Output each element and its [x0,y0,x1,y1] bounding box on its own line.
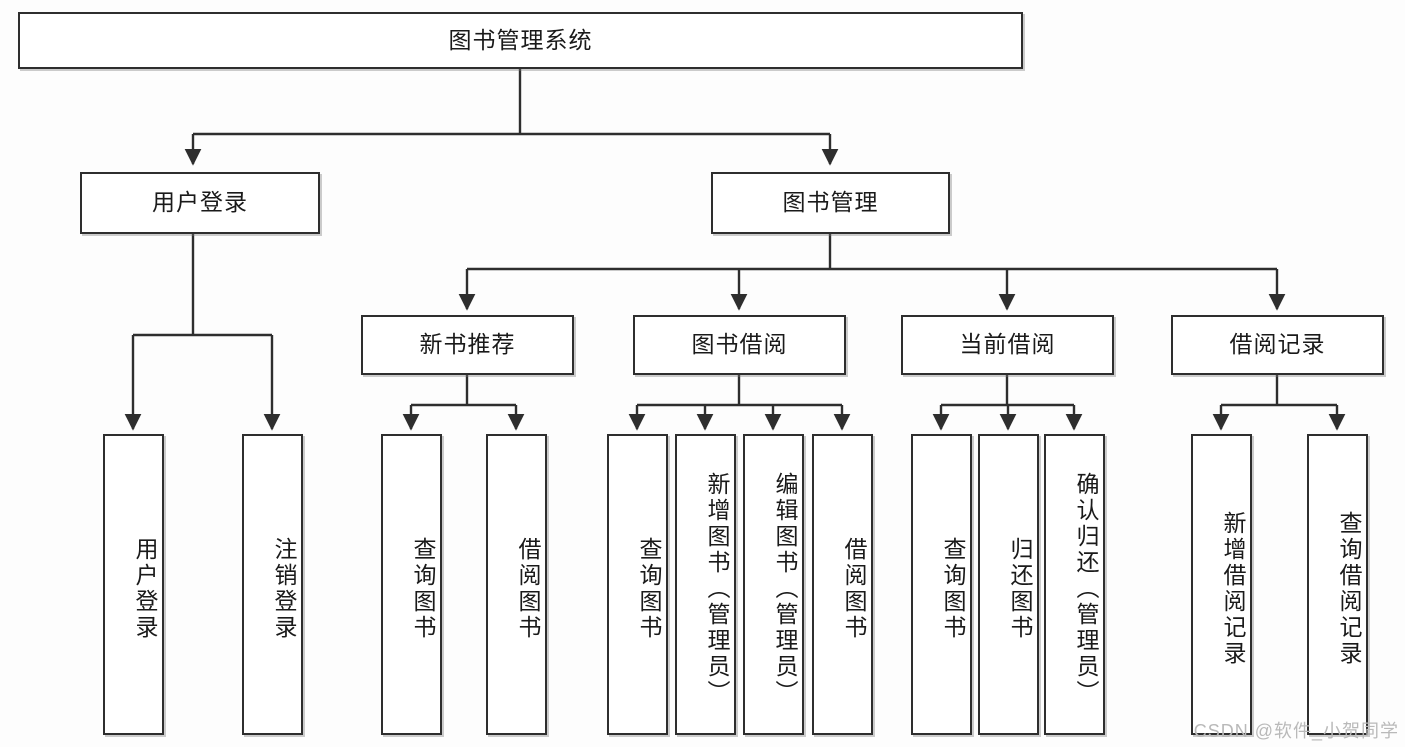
leaf-borrow-book-1-label: 借阅图书 [515,536,541,641]
leaf-edit-book-label: 编辑图书（管理员） [772,471,798,706]
leaf-logout-label: 注销登录 [271,536,297,641]
node-user-login-label: 用户登录 [152,189,248,216]
leaf-logout[interactable]: 注销登录 [242,434,303,735]
node-new-book-recommendation-label: 新书推荐 [419,331,516,358]
leaf-borrow-book-1[interactable]: 借阅图书 [486,434,547,735]
node-root-label: 图书管理系统 [448,26,593,53]
leaf-query-book-3-label: 查询图书 [940,536,966,641]
node-borrowing-record-label: 借阅记录 [1229,331,1326,358]
node-root[interactable]: 图书管理系统 [18,12,1023,69]
leaf-query-borrowing-record-label: 查询借阅记录 [1336,510,1362,667]
leaf-user-login-label: 用户登录 [132,536,158,641]
leaf-query-book-3[interactable]: 查询图书 [911,434,972,735]
node-book-management-label: 图书管理 [782,189,879,216]
node-book-borrowing-label: 图书借阅 [691,331,788,358]
node-borrowing-record[interactable]: 借阅记录 [1171,315,1384,375]
node-current-borrowing[interactable]: 当前借阅 [901,315,1114,375]
leaf-query-book-1-label: 查询图书 [410,536,436,641]
node-new-book-recommendation[interactable]: 新书推荐 [361,315,574,375]
leaf-confirm-return[interactable]: 确认归还（管理员） [1044,434,1105,735]
node-book-borrowing[interactable]: 图书借阅 [633,315,846,375]
leaf-query-book-1[interactable]: 查询图书 [381,434,442,735]
watermark-text: CSDN @软件_小贺同学 [1193,721,1399,741]
leaf-return-book-label: 归还图书 [1007,536,1033,641]
leaf-borrow-book-2-label: 借阅图书 [841,536,867,641]
leaf-add-book-label: 新增图书（管理员） [704,471,730,706]
leaf-query-borrowing-record[interactable]: 查询借阅记录 [1307,434,1368,735]
node-user-login[interactable]: 用户登录 [80,172,320,234]
node-book-management[interactable]: 图书管理 [711,172,950,234]
leaf-add-book[interactable]: 新增图书（管理员） [675,434,736,735]
leaf-confirm-return-label: 确认归还（管理员） [1073,471,1099,706]
leaf-add-borrowing-record[interactable]: 新增借阅记录 [1191,434,1252,735]
node-current-borrowing-label: 当前借阅 [959,331,1056,358]
leaf-add-borrowing-record-label: 新增借阅记录 [1220,510,1246,667]
leaf-query-book-2-label: 查询图书 [636,536,662,641]
leaf-borrow-book-2[interactable]: 借阅图书 [812,434,873,735]
leaf-user-login[interactable]: 用户登录 [103,434,164,735]
leaf-query-book-2[interactable]: 查询图书 [607,434,668,735]
leaf-edit-book[interactable]: 编辑图书（管理员） [743,434,804,735]
leaf-return-book[interactable]: 归还图书 [978,434,1039,735]
